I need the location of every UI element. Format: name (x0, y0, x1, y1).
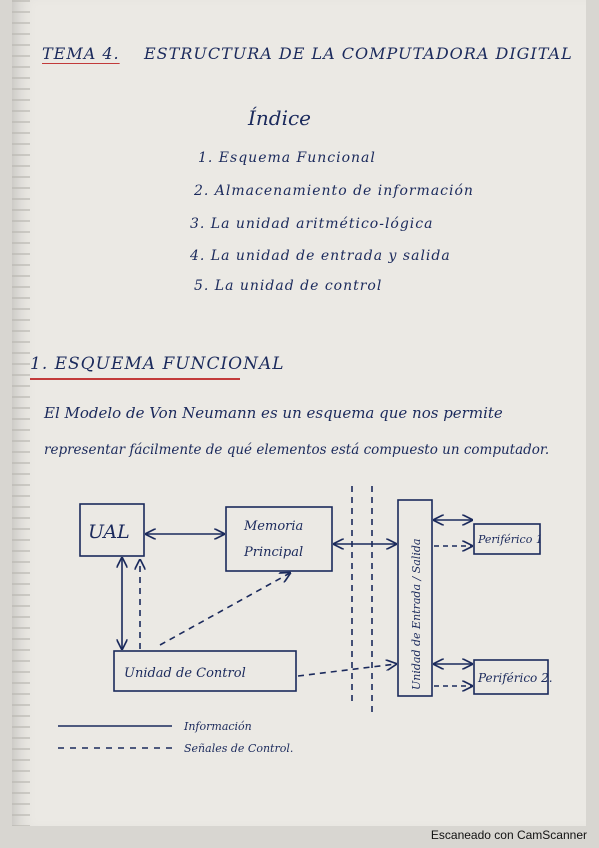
indice-item-4: 4. La unidad de entrada y salida (190, 248, 451, 264)
signal-control-es (297, 664, 396, 677)
indice-heading: Índice (248, 106, 312, 130)
indice-item-2: 2. Almacenamiento de información (194, 183, 474, 199)
paragraph-line-1: El Modelo de Von Neumann es un esquema q… (44, 404, 503, 422)
indice-item-1: 1. Esquema Funcional (198, 150, 376, 166)
entrada-salida-box (397, 499, 433, 697)
periferico-2-box (473, 659, 549, 695)
signal-control-memoria (159, 573, 290, 646)
section-underline (30, 378, 240, 380)
entrada-salida-label: Unidad de Entrada / Salida (410, 539, 423, 690)
spiral-binding (12, 0, 30, 826)
periferico-1-box (473, 523, 541, 555)
indice-item-3: 3. La unidad aritmético-lógica (190, 216, 434, 232)
ual-label: UAL (88, 521, 130, 543)
paragraph-line-2: representar fácilmente de qué elementos … (44, 442, 550, 458)
periferico-2-label: Periférico 2. (477, 671, 553, 685)
scanner-watermark: Escaneado con CamScanner (430, 828, 587, 842)
unidad-control-box (113, 650, 297, 692)
memoria-label-1: Memoria (243, 519, 303, 534)
periferico-1-label: Periférico 1 (477, 533, 543, 546)
legend-control-label: Señales de Control. (184, 742, 293, 755)
notebook-page (12, 0, 586, 826)
memoria-box (225, 506, 333, 572)
tema-label: TEMA 4. (42, 44, 120, 63)
page-title: TEMA 4. ESTRUCTURA DE LA COMPUTADORA DIG… (42, 44, 573, 63)
ual-box (79, 503, 145, 557)
tema-title: ESTRUCTURA DE LA COMPUTADORA DIGITAL (144, 44, 573, 63)
indice-item-5: 5. La unidad de control (194, 278, 383, 294)
unidad-control-label: Unidad de Control (124, 666, 246, 681)
section-heading: 1. ESQUEMA FUNCIONAL (30, 354, 285, 374)
legend-info-label: Información (183, 720, 252, 733)
memoria-label-2: Principal (243, 545, 303, 560)
